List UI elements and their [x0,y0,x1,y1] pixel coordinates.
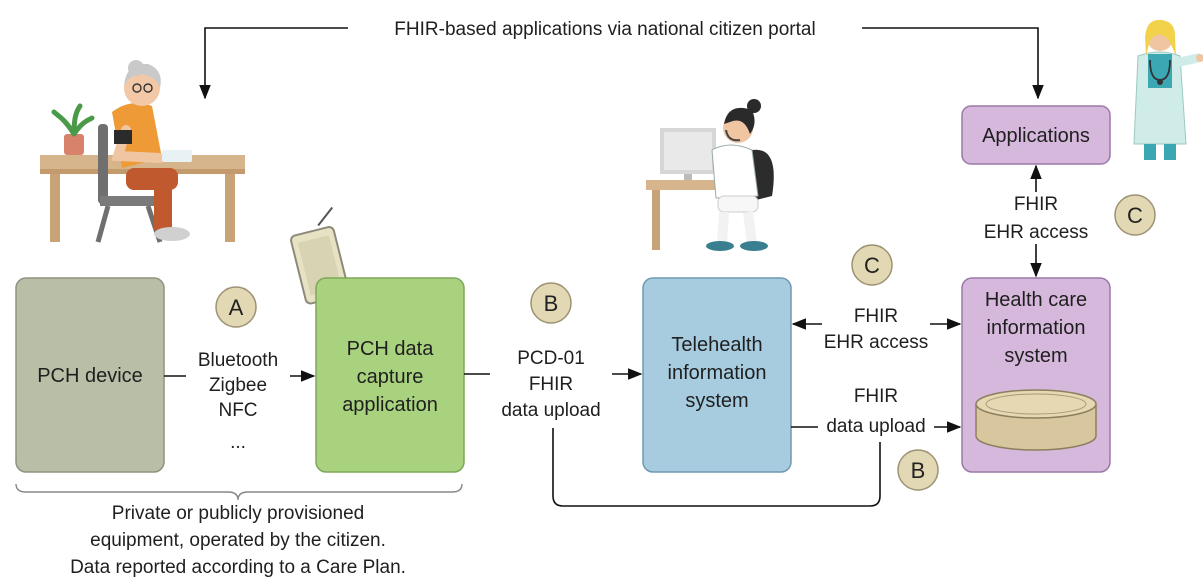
hcis-line-1: Health care [985,289,1087,311]
svg-text:B: B [544,291,559,316]
telehealth-line-3: system [685,390,748,412]
svg-text:data upload: data upload [826,416,925,437]
pch-capture-box: PCH data capture application [315,277,465,473]
ehr-access-middle-label: FHIR EHR access [824,306,929,353]
database-icon [975,389,1097,451]
svg-text:data upload: data upload [501,400,600,421]
badge-c-right: C [1114,194,1156,236]
pch-capture-line-3: application [342,394,438,416]
svg-text:FHIR: FHIR [1014,194,1058,215]
doctor-icon [1133,19,1203,160]
svg-text:C: C [1127,203,1143,228]
grouping-brace [15,483,463,501]
svg-text:equipment, operated by the cit: equipment, operated by the citizen. [90,530,386,551]
applications-label: Applications [982,125,1090,147]
badge-c-middle: C [851,244,893,286]
svg-text:EHR access: EHR access [824,332,929,353]
ehr-access-top-label: FHIR EHR access [984,194,1089,243]
pch-capture-line-1: PCH data [347,338,435,360]
svg-text:...: ... [230,432,246,453]
hcis-line-2: information [987,317,1086,339]
svg-text:FHIR: FHIR [854,386,898,407]
svg-text:Zigbee: Zigbee [209,375,267,396]
svg-text:EHR access: EHR access [984,222,1089,243]
svg-text:FHIR: FHIR [529,374,573,395]
elderly-patient-icon [40,60,245,243]
svg-text:C: C [864,253,880,278]
caption: Private or publicly provisioned equipmen… [70,503,406,578]
portal-label-background [388,19,822,40]
pch-capture-line-2: capture [357,366,424,388]
connectors [164,164,1042,507]
wireless-label: Bluetooth Zigbee NFC ... [198,350,278,453]
svg-text:Bluetooth: Bluetooth [198,350,278,371]
svg-text:A: A [229,295,244,320]
svg-text:Private or publicly provisione: Private or publicly provisioned [112,503,364,524]
telehealth-operator-icon [646,99,774,251]
badge-a: A [215,286,257,328]
pch-device-label: PCH device [37,365,143,387]
badge-b-top: B [530,282,572,324]
svg-text:FHIR: FHIR [854,306,898,327]
upload-main-label: PCD-01 FHIR data upload [501,348,600,421]
svg-text:B: B [911,458,926,483]
svg-text:NFC: NFC [218,400,257,421]
applications-box: Applications [961,105,1111,165]
svg-text:Data reported according to a C: Data reported according to a Care Plan. [70,557,406,578]
hcis-line-3: system [1004,345,1067,367]
pch-device-box: PCH device [15,277,165,473]
portal-label: FHIR-based applications via national cit… [394,19,815,40]
telehealth-box: Telehealth information system [642,277,792,473]
badge-b-bottom: B [897,449,939,491]
portal-connector [199,27,1044,100]
data-upload-right-label: FHIR data upload [826,386,925,437]
telehealth-line-2: information [668,362,767,384]
hcis-box: Health care information system [961,277,1111,473]
telehealth-line-1: Telehealth [671,334,762,356]
svg-text:PCD-01: PCD-01 [517,348,585,369]
